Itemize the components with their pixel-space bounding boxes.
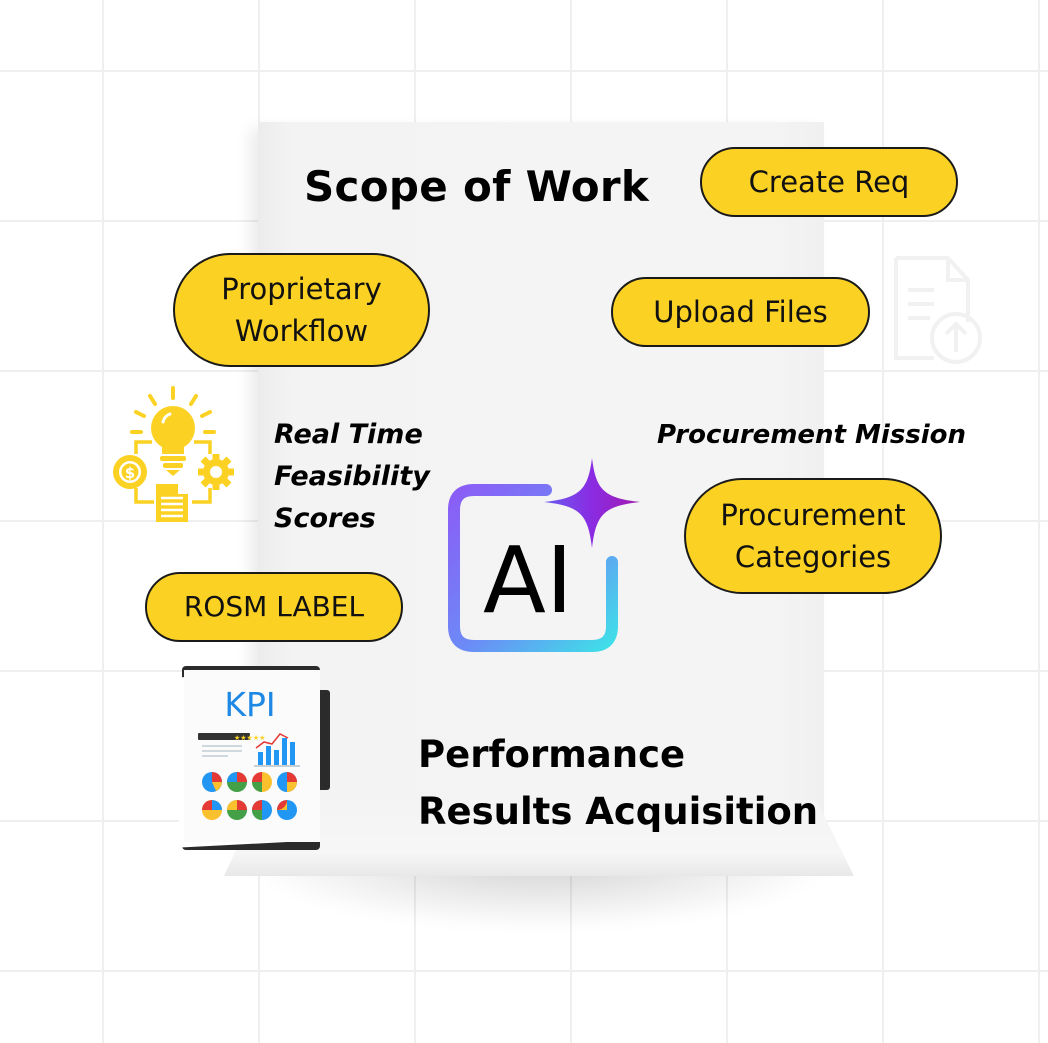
page-title: Scope of Work [304,162,650,211]
kpi-title: KPI [224,685,275,724]
real-time-line3: Scores [274,503,376,534]
file-upload-icon [894,256,982,364]
kpi-clipboard-icon: KPI ★★★★★ [172,666,330,850]
proprietary-workflow-line2: Workflow [234,314,369,348]
upload-files-button[interactable]: Upload Files [611,277,870,347]
footer-line1: Performance [418,733,686,776]
proprietary-workflow-line1: Proprietary [221,271,382,306]
procurement-mission-label: Procurement Mission [657,420,967,450]
real-time-line2: Feasibility [274,461,430,492]
real-time-line1: Real Time [274,419,423,450]
procurement-categories-line2: Categories [734,540,892,574]
performance-results-title: Performance Results Acquisition [418,726,818,840]
lightbulb-idea-icon: $ [113,386,234,522]
footer-line2: Results Acquisition [418,790,819,833]
kpi-stars: ★★★★★ [234,734,265,742]
procurement-categories-button[interactable]: Procurement Categories [684,478,942,594]
paper-curl [224,800,854,876]
create-req-button[interactable]: Create Req [700,147,958,217]
procurement-categories-line1: Procurement [720,497,906,532]
rosm-label-button[interactable]: ROSM LABEL [145,572,403,642]
upload-files-label: Upload Files [653,294,828,329]
ai-text: AI [483,527,573,634]
svg-text:$: $ [125,464,135,482]
rosm-label-text: ROSM LABEL [183,589,365,623]
real-time-feasibility-label: Real Time Feasibility Scores [274,414,430,540]
proprietary-workflow-button[interactable]: Proprietary Workflow [173,253,430,367]
ai-sparkle-icon: AI [448,458,640,652]
create-req-label: Create Req [748,164,910,199]
